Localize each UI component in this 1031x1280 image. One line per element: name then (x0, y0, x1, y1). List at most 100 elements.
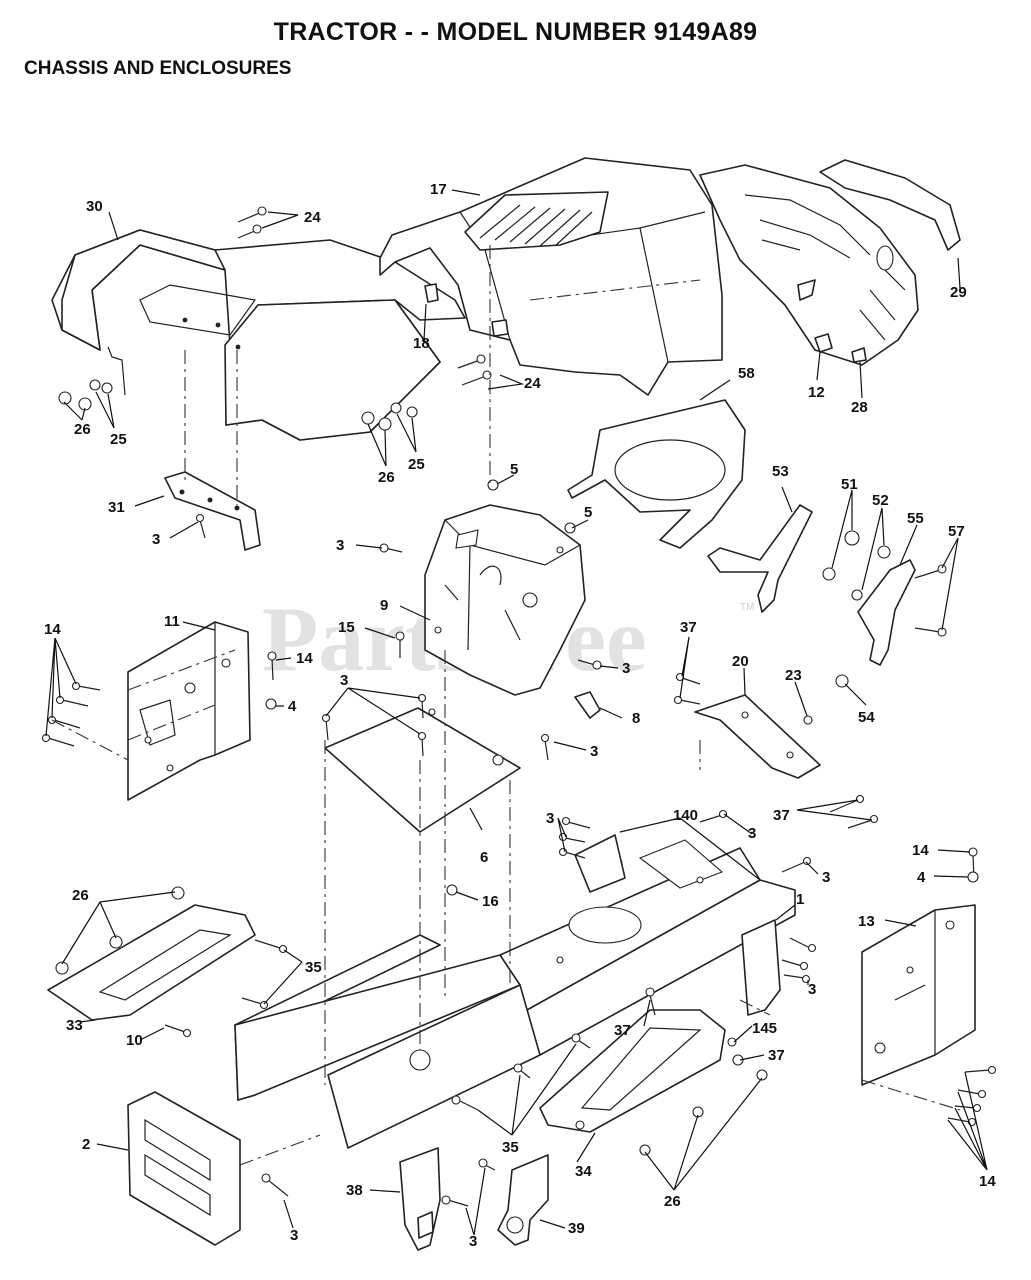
part-29-grille (819, 159, 961, 251)
part-6-floor-plate (324, 707, 521, 833)
section-subtitle: CHASSIS AND ENCLOSURES (24, 58, 292, 79)
part-30-rear-fender (51, 229, 466, 441)
callout-14: 14 (44, 621, 61, 638)
callout-25: 25 (110, 431, 127, 448)
callout-16: 16 (482, 893, 499, 910)
callout-30: 30 (86, 198, 103, 215)
part-31-bracket (164, 471, 261, 551)
callout-2: 2 (82, 1136, 90, 1153)
part-17-hood (379, 157, 723, 396)
callout-3-j: 3 (469, 1233, 477, 1250)
callout-54: 54 (858, 709, 875, 726)
callout-3-f: 3 (546, 810, 554, 827)
callout-3-d: 3 (340, 672, 348, 689)
callout-3: 3 (152, 531, 160, 548)
callout-23: 23 (785, 667, 802, 684)
part-55-bracket (857, 559, 916, 666)
callout-18: 18 (413, 335, 430, 352)
callout-17: 17 (430, 181, 447, 198)
callout-9: 9 (380, 597, 388, 614)
callout-3-c: 3 (622, 660, 630, 677)
callout-5: 5 (510, 461, 518, 478)
callout-13: 13 (858, 913, 875, 930)
part-53-bracket (707, 504, 813, 613)
callout-4-b: 4 (917, 869, 926, 886)
callout-35: 35 (305, 959, 322, 976)
callout-24-b: 24 (524, 375, 541, 392)
callout-26-d: 26 (664, 1193, 681, 1210)
callout-11: 11 (164, 613, 180, 630)
callout-24: 24 (304, 209, 321, 226)
part-front-grille-housing (699, 164, 919, 366)
part-38-bracket (399, 1147, 441, 1251)
callout-14-b: 14 (296, 650, 313, 667)
callout-31: 31 (108, 499, 125, 516)
callout-20: 20 (732, 653, 749, 670)
callout-5-b: 5 (584, 504, 592, 521)
part-8-clip (574, 691, 601, 719)
part-39-bracket (497, 1154, 549, 1246)
hardware-25-26 (58, 379, 418, 431)
callout-1: 1 (796, 891, 804, 908)
callout-37-b: 37 (773, 807, 790, 824)
callout-10: 10 (126, 1032, 143, 1049)
part-28-clip (851, 347, 867, 363)
part-34-footrest (539, 1009, 726, 1133)
part-2-plate (127, 1091, 241, 1246)
callout-145: 145 (752, 1020, 777, 1037)
misc-hardware (41, 479, 997, 1207)
callout-3-e: 3 (590, 743, 598, 760)
part-1-bracket (741, 919, 781, 1016)
callout-29: 29 (950, 284, 967, 301)
callout-14-c: 14 (912, 842, 929, 859)
part-9-dash-panel (424, 504, 586, 696)
callout-3-k: 3 (290, 1227, 298, 1244)
callout-52: 52 (872, 492, 889, 509)
part-12-bumper (814, 333, 833, 353)
callout-4: 4 (288, 698, 297, 715)
callout-53: 53 (772, 463, 789, 480)
callout-37-c: 37 (614, 1022, 631, 1039)
callout-8: 8 (632, 710, 640, 727)
part-20-bracket (694, 694, 821, 779)
callout-39: 39 (568, 1220, 585, 1237)
part-58-shield (567, 399, 746, 549)
part-11-side-panel (127, 621, 251, 801)
callout-26-c: 26 (72, 887, 89, 904)
callout-58: 58 (738, 365, 755, 382)
part-frame (234, 834, 796, 1149)
callout-26: 26 (74, 421, 91, 438)
callout-3-h: 3 (822, 869, 830, 886)
part-33-footrest (47, 904, 256, 1021)
callout-55: 55 (907, 510, 924, 527)
callout-14-d: 14 (979, 1173, 996, 1190)
part-13-side-panel (861, 904, 976, 1086)
callout-3-b: 3 (336, 537, 344, 554)
leader-lines (45, 189, 988, 1236)
screws-24 (237, 206, 492, 386)
callout-3-g: 3 (748, 825, 756, 842)
hardware-51-52-57-54 (822, 530, 947, 688)
callout-labels: 30 24 17 29 18 24 12 28 26 25 26 25 58 5… (44, 181, 996, 1250)
callout-37-d: 37 (768, 1047, 785, 1064)
callout-6: 6 (480, 849, 488, 866)
callout-34: 34 (575, 1163, 592, 1180)
callout-38: 38 (346, 1182, 363, 1199)
callout-57: 57 (948, 523, 965, 540)
part-18-clip (424, 283, 509, 337)
callout-15: 15 (338, 619, 355, 636)
page-title: TRACTOR - - MODEL NUMBER 9149A89 (273, 18, 758, 46)
callout-35-b: 35 (502, 1139, 519, 1156)
callout-3-i: 3 (808, 981, 816, 998)
callout-140: 140 (673, 807, 698, 824)
alignment-lines (51, 245, 961, 1166)
callout-25-b: 25 (408, 456, 425, 473)
callout-28: 28 (851, 399, 868, 416)
watermark-tm: TM (740, 602, 754, 613)
callout-26-b: 26 (378, 469, 395, 486)
callout-33: 33 (66, 1017, 83, 1034)
callout-37: 37 (680, 619, 697, 636)
callout-12: 12 (808, 384, 825, 401)
callout-51: 51 (841, 476, 858, 493)
